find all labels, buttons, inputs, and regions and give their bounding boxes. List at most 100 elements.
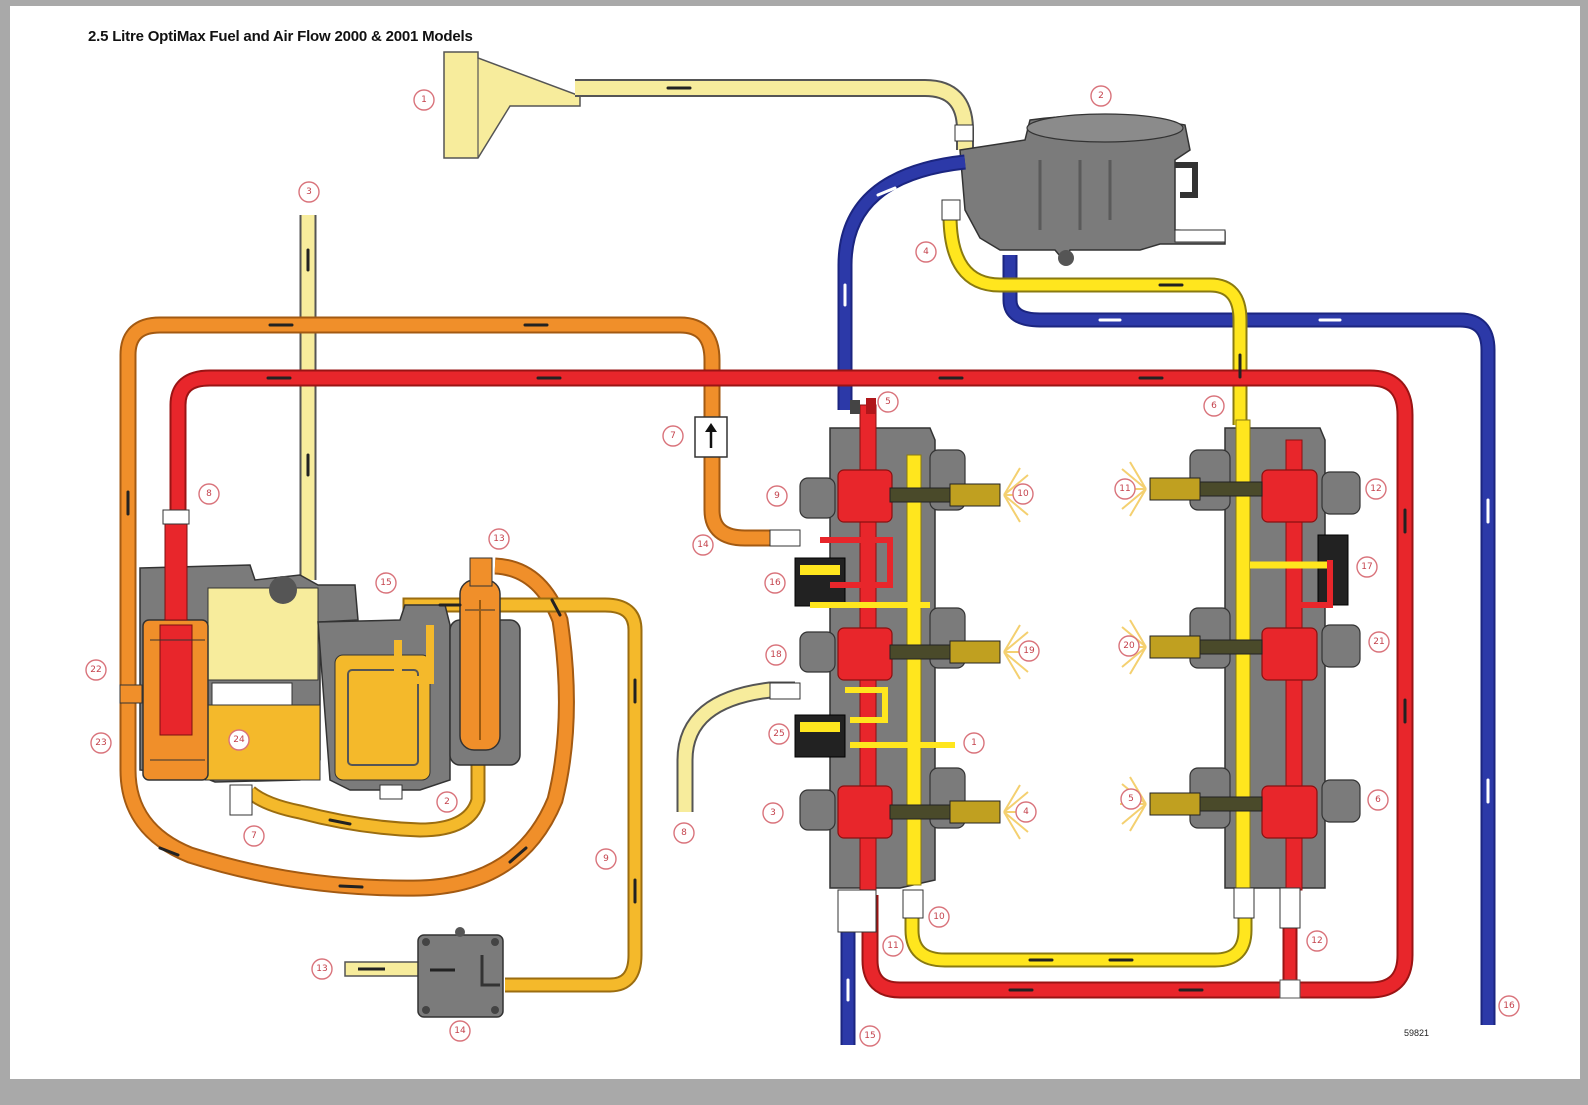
svg-text:20: 20 <box>1123 641 1135 651</box>
fuel-filter-housing <box>317 604 451 800</box>
air-fuel-line-bottom <box>904 890 1253 968</box>
callout-22: 22 <box>85 659 107 681</box>
air-compressor <box>959 113 1226 266</box>
svg-text:21: 21 <box>1373 637 1384 647</box>
svg-text:11: 11 <box>1119 484 1130 494</box>
callout-24: 24 <box>228 729 250 751</box>
callout-37: 12 <box>1306 930 1328 952</box>
injector-left-3 <box>889 784 1030 840</box>
callout-18: 18 <box>765 644 787 666</box>
svg-text:12: 12 <box>1311 936 1322 946</box>
callout-25: 25 <box>768 723 790 745</box>
callout-39: 14 <box>449 1020 471 1042</box>
injector-left-1 <box>889 467 1030 523</box>
svg-text:8: 8 <box>681 828 687 838</box>
callout-36: 11 <box>882 935 904 957</box>
callout-3: 3 <box>298 181 320 203</box>
vent-hose-top <box>575 79 974 150</box>
callout-34: 9 <box>595 848 617 870</box>
callout-9: 9 <box>766 485 788 507</box>
svg-text:18: 18 <box>770 650 782 660</box>
svg-text:3: 3 <box>306 187 312 197</box>
svg-text:9: 9 <box>774 491 780 501</box>
callout-40: 15 <box>859 1025 881 1047</box>
svg-text:7: 7 <box>670 431 676 441</box>
fuel-rail-right <box>1189 419 1361 929</box>
svg-text:15: 15 <box>380 578 391 588</box>
svg-text:12: 12 <box>1370 484 1381 494</box>
callout-28: 3 <box>762 802 784 824</box>
callout-27: 2 <box>436 791 458 813</box>
callout-13: 13 <box>488 528 510 550</box>
callout-8: 8 <box>198 483 220 505</box>
callout-7: 7 <box>662 425 684 447</box>
svg-text:16: 16 <box>1503 1001 1515 1011</box>
svg-text:5: 5 <box>885 397 891 407</box>
callout-26: 1 <box>963 732 985 754</box>
svg-text:6: 6 <box>1211 401 1217 411</box>
callout-35: 10 <box>928 906 950 928</box>
svg-text:24: 24 <box>233 735 245 745</box>
svg-text:16: 16 <box>769 578 781 588</box>
svg-text:13: 13 <box>493 534 504 544</box>
svg-text:17: 17 <box>1361 562 1372 572</box>
svg-text:11: 11 <box>887 941 898 951</box>
injector-left-2 <box>889 624 1030 680</box>
injector-right-3 <box>1120 776 1263 832</box>
svg-text:4: 4 <box>923 247 929 257</box>
fuel-rail-left <box>794 398 966 933</box>
svg-text:14: 14 <box>454 1026 466 1036</box>
svg-text:13: 13 <box>316 964 327 974</box>
svg-text:8: 8 <box>206 489 212 499</box>
svg-text:2: 2 <box>1098 91 1104 101</box>
callout-4: 4 <box>915 241 937 263</box>
svg-text:22: 22 <box>90 665 101 675</box>
svg-text:25: 25 <box>773 729 784 739</box>
callout-6: 6 <box>1203 395 1225 417</box>
svg-text:9: 9 <box>603 854 609 864</box>
callout-19: 19 <box>1018 640 1040 662</box>
callout-23: 23 <box>90 732 112 754</box>
callout-5: 5 <box>877 391 899 413</box>
callout-21: 21 <box>1368 631 1390 653</box>
callout-1: 1 <box>413 89 435 111</box>
callout-33: 8 <box>673 822 695 844</box>
svg-text:10: 10 <box>1017 489 1029 499</box>
svg-text:23: 23 <box>95 738 106 748</box>
svg-text:15: 15 <box>864 1031 875 1041</box>
callout-16: 16 <box>764 572 786 594</box>
svg-text:3: 3 <box>770 808 776 818</box>
svg-text:10: 10 <box>933 912 945 922</box>
svg-text:2: 2 <box>444 797 450 807</box>
svg-text:7: 7 <box>251 831 257 841</box>
callout-2: 2 <box>1090 85 1112 107</box>
callout-29: 4 <box>1015 801 1037 823</box>
check-valve-arrow <box>694 416 728 458</box>
callout-15: 15 <box>375 572 397 594</box>
svg-text:4: 4 <box>1023 807 1029 817</box>
callout-32: 7 <box>243 825 265 847</box>
callout-17: 17 <box>1356 556 1378 578</box>
callout-41: 16 <box>1498 995 1520 1017</box>
callout-30: 5 <box>1120 788 1142 810</box>
callout-10: 10 <box>1012 483 1034 505</box>
callout-12: 12 <box>1365 478 1387 500</box>
callout-38: 13 <box>311 958 333 980</box>
figure-code: 59821 <box>1404 1028 1430 1038</box>
lift-pump <box>417 927 504 1018</box>
callout-14: 14 <box>692 534 714 556</box>
svg-text:5: 5 <box>1128 794 1134 804</box>
svg-text:1: 1 <box>421 95 427 105</box>
svg-text:14: 14 <box>697 540 709 550</box>
flow-direction-marks <box>126 86 1407 992</box>
diagram-title: 2.5 Litre OptiMax Fuel and Air Flow 2000… <box>88 28 473 45</box>
svg-text:6: 6 <box>1375 795 1381 805</box>
svg-text:19: 19 <box>1023 646 1035 656</box>
callout-20: 20 <box>1118 635 1140 657</box>
electric-fuel-pump <box>449 557 521 766</box>
callout-11: 11 <box>1114 478 1136 500</box>
callout-31: 6 <box>1367 789 1389 811</box>
air-intake-funnel <box>443 51 581 159</box>
svg-text:1: 1 <box>971 738 977 748</box>
